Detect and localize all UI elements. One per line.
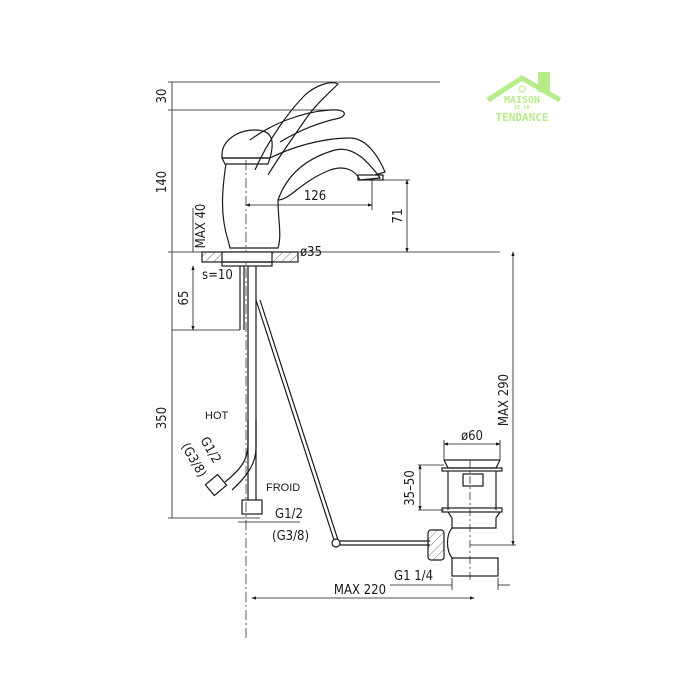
dim-popup-height: MAX 290	[497, 374, 512, 426]
logo-line-1: MAISON	[504, 95, 540, 106]
dim-hose-length: 350	[155, 407, 170, 429]
label-cold: FROID	[266, 482, 300, 494]
house-roof-icon	[486, 75, 562, 103]
dim-washer: s=10	[202, 268, 233, 283]
dim-shank-length: 65	[177, 291, 192, 306]
dim-waste-range: 35–50	[403, 470, 418, 506]
label-cold-thread: G1/2	[275, 507, 303, 522]
dim-max-deck: MAX 40	[194, 204, 209, 249]
dim-base-diameter: ø35	[300, 245, 322, 260]
chimney-icon	[538, 72, 550, 92]
label-hot: HOT	[205, 410, 229, 422]
dim-handle-lift: 30	[155, 89, 170, 104]
dim-rod-reach: MAX 220	[334, 583, 386, 598]
dim-waste-diameter: ø60	[461, 429, 483, 444]
logo-line-3: TENDANCE	[496, 111, 549, 124]
dim-spout-reach: 126	[304, 189, 326, 204]
dim-waste-thread: G1 1/4	[394, 569, 433, 584]
label-cold-thread-alt: (G3/8)	[272, 529, 309, 544]
logo-line-2: DE LA	[514, 105, 529, 111]
dim-spout-height: 71	[391, 209, 406, 224]
dim-body-height: 140	[155, 171, 170, 193]
brand-logo: MAISON DE LA TENDANCE	[486, 72, 562, 124]
